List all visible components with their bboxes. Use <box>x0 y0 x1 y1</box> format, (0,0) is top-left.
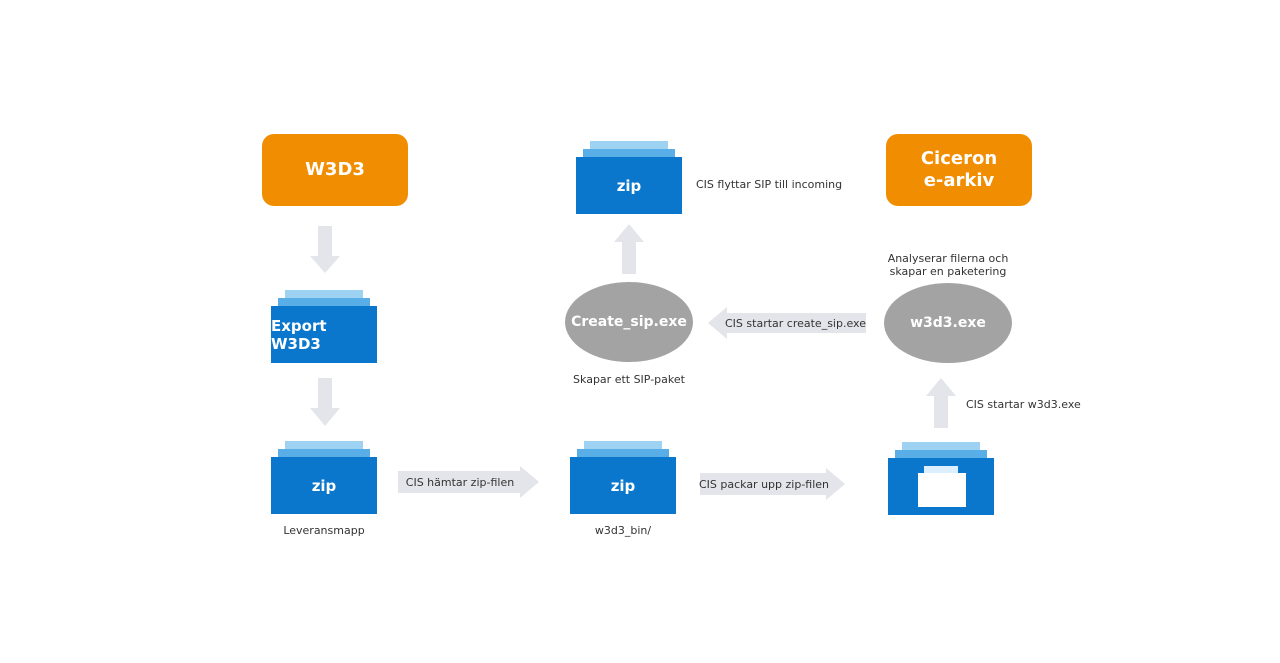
arrow-w3d3-to-export <box>310 226 340 273</box>
create-sip-label: Create_sip.exe <box>571 314 687 330</box>
export-folder: Export W3D3 <box>271 290 377 363</box>
leveransmapp-caption: Leveransmapp <box>283 524 365 537</box>
w3d3-bin-caption: w3d3_bin/ <box>594 524 652 537</box>
create-sip-ellipse: Create_sip.exe <box>565 282 693 362</box>
zip-bin-folder: zip <box>570 441 676 514</box>
w3d3-label: W3D3 <box>305 159 365 180</box>
arrow-startar-create-sip <box>708 307 866 339</box>
w3d3-exe-label: w3d3.exe <box>910 315 986 331</box>
zip-incoming-folder: zip <box>576 141 682 214</box>
w3d3-exe-caption-line1: Analyserar filerna och <box>887 252 1009 265</box>
create-sip-caption: Skapar ett SIP-paket <box>573 373 685 386</box>
document-folder-icon <box>918 473 966 507</box>
zip-leverans-label: zip <box>311 476 337 495</box>
ciceron-line1: Ciceron <box>920 148 998 169</box>
arrow-export-to-zip <box>310 378 340 426</box>
arrow-hamtar <box>398 466 539 498</box>
export-folder-label: Export W3D3 <box>271 316 327 353</box>
zip-leverans-folder: zip <box>271 441 377 514</box>
arrow-startar-w3d3 <box>926 378 956 428</box>
unpacked-folder <box>888 442 994 515</box>
w3d3-exe-caption-line2: skapar en paketering <box>889 265 1007 278</box>
incoming-caption: CIS flyttar SIP till incoming <box>696 178 843 191</box>
startar-w3d3-text: CIS startar w3d3.exe <box>966 398 1081 411</box>
packar-text: CIS packar upp zip-filen <box>698 477 830 491</box>
zip-incoming-label: zip <box>616 176 642 195</box>
w3d3-box: W3D3 <box>262 134 408 206</box>
arrow-create-sip-to-incoming <box>614 224 644 274</box>
ciceron-line2: e-arkiv <box>923 170 995 191</box>
ciceron-box: Ciceron e-arkiv <box>886 134 1032 206</box>
document-back-icon <box>924 466 958 476</box>
w3d3-exe-ellipse: w3d3.exe <box>884 283 1012 363</box>
startar-create-sip-text: CIS startar create_sip.exe <box>725 316 866 330</box>
zip-bin-label: zip <box>610 476 636 495</box>
hamtar-text: CIS hämtar zip-filen <box>405 475 515 489</box>
arrow-packar <box>700 468 845 500</box>
